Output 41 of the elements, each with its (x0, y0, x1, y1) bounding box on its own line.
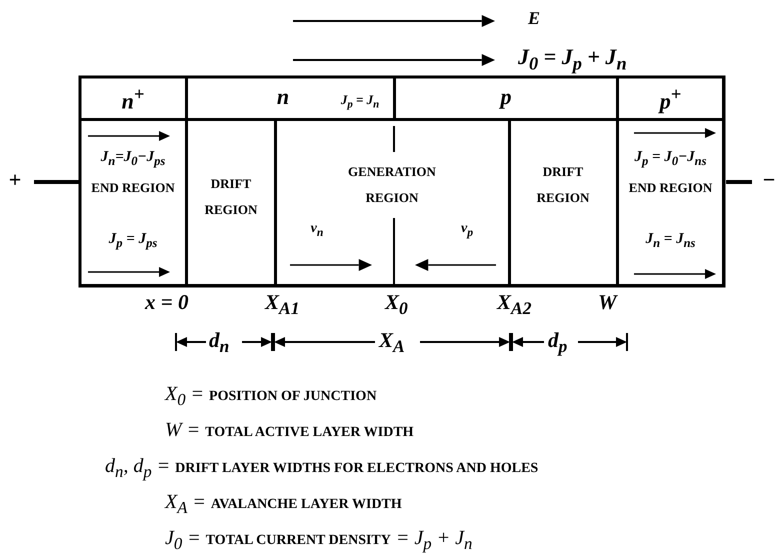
region-name: GENERATION REGION (347, 163, 437, 207)
drift-region-cell (509, 119, 618, 286)
terminal-lead (726, 180, 752, 184)
formula-label: J$_{n}$=J$_{0}$−J$_{ps}$ (100, 149, 166, 169)
region-name: END REGION (90, 179, 176, 197)
end-region-cell (79, 119, 187, 286)
definition-text: W = TOTAL ACTIVE LAYER WIDTH (165, 419, 414, 442)
definition-text: d$_{n}$, d$_{p}$ = DRIFT LAYER WIDTHS FOR ELECTRONS AND HOLES (105, 455, 538, 482)
drift-region-cell (186, 119, 276, 286)
region-name: END REGION (628, 179, 714, 197)
formula-label: p (498, 84, 512, 110)
region-header-cell (186, 76, 395, 120)
formula-label: J$_{p}$ = J$_{ps}$ (108, 231, 158, 251)
end-region-cell (617, 119, 724, 286)
terminal-sign: − (762, 167, 776, 193)
formula-label: n$^{+}$ (120, 84, 146, 114)
terminal-lead (34, 180, 79, 184)
region-header-cell (79, 76, 187, 120)
generation-region-cell (275, 119, 510, 286)
formula-label: v$_{p}$ (460, 221, 474, 239)
region-name: DRIFT REGION (204, 175, 258, 219)
terminal-sign: + (8, 167, 22, 193)
position-label: X$_{A1}$ (265, 290, 300, 320)
definition-text: J$_{0}$ = TOTAL CURRENT DENSITY = J$_{p}$ + J$_{n}$ (165, 527, 472, 554)
position-label: X$_{A2}$ (497, 290, 532, 320)
current-equation: J$_{0}$ = J$_{p}$ + J$_{n}$ (518, 44, 627, 74)
position-label: X$_{0}$ (385, 290, 408, 320)
position-label: W (598, 290, 617, 315)
formula-label: J$_{p}$ = J$_{0}$−J$_{ns}$ (634, 149, 708, 169)
definition-text: X$_{0}$ = POSITION OF JUNCTION (165, 383, 377, 410)
formula-label: J$_{n}$ = J$_{ns}$ (644, 231, 696, 251)
formula-label: n (276, 84, 290, 110)
region-name: DRIFT REGION (536, 163, 590, 207)
position-label: x = 0 (145, 290, 188, 315)
formula-label: v$_{n}$ (310, 221, 324, 239)
field-label: E (528, 8, 540, 29)
definition-text: X$_{A}$ = AVALANCHE LAYER WIDTH (165, 491, 402, 518)
formula-label: J$_{p}$ = J$_{n}$ (340, 92, 380, 111)
formula-label: p$^{+}$ (657, 84, 682, 114)
region-header-cell (617, 76, 724, 120)
region-header-cell (394, 76, 618, 120)
